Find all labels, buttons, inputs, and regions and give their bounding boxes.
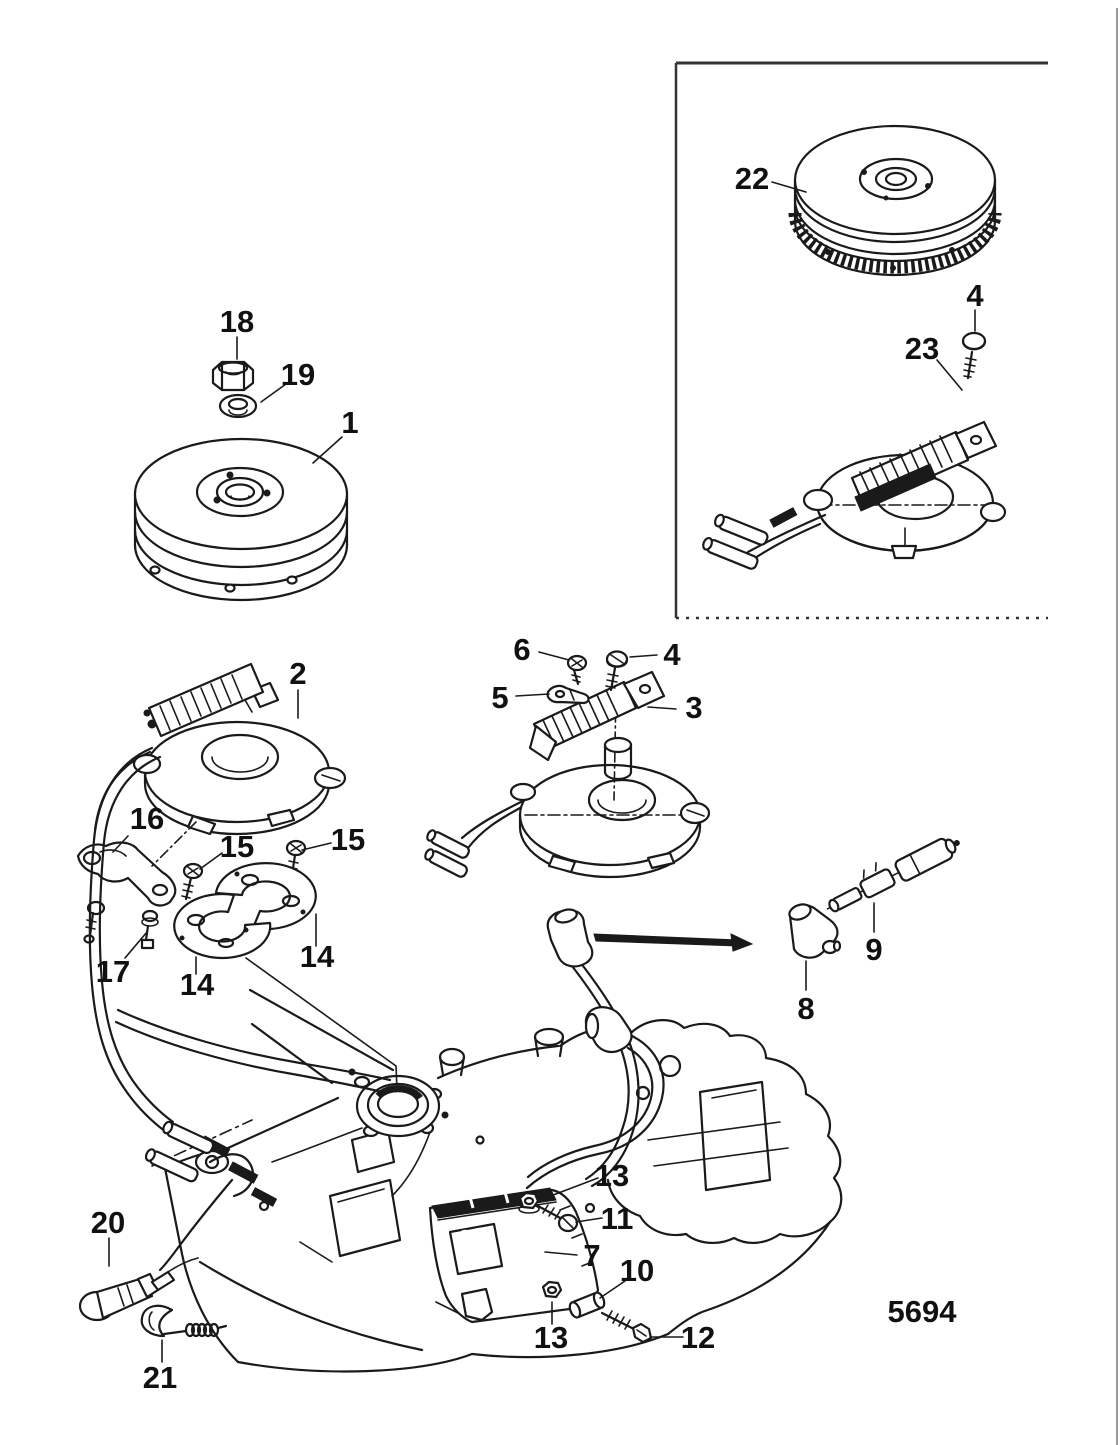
callout-4: 4 (663, 637, 681, 672)
callout-20: 20 (91, 1205, 125, 1240)
flywheel-inset-illustration (788, 124, 1002, 277)
retainer-plate-left-illustration (173, 892, 272, 960)
nut-13-lower-illustration (541, 1280, 563, 1299)
screw-17-illustration (140, 909, 159, 950)
callout-15-right: 15 (331, 822, 365, 857)
callout-15-left: 15 (220, 829, 254, 864)
flywheel-nut-illustration (211, 360, 255, 392)
drawing-number: 5694 (888, 1294, 958, 1329)
direction-arrow (593, 933, 754, 952)
callout-10: 10 (620, 1253, 654, 1288)
screw-4-illustration (605, 650, 629, 692)
callout-13-lower: 13 (534, 1320, 568, 1355)
callout-labels: 1 2 3 4 5 6 7 8 9 10 11 12 13 13 14 14 1… (91, 161, 985, 1395)
callout-13-upper: 13 (595, 1158, 629, 1193)
screw-6-illustration (566, 654, 588, 686)
screw-15-left-illustration (181, 862, 204, 901)
callout-23: 23 (905, 331, 939, 366)
callout-11: 11 (601, 1201, 634, 1236)
screw-11-illustration (536, 1204, 579, 1233)
callout-5: 5 (491, 680, 508, 715)
callout-18: 18 (220, 304, 254, 339)
clamp-21-illustration (140, 1304, 228, 1338)
engine-block-illustration (151, 988, 843, 1373)
callout-14-left: 14 (180, 967, 215, 1002)
bullet-connector-illustration (826, 837, 960, 913)
leader-lines (108, 181, 976, 1363)
wiring-harness (88, 746, 392, 1272)
bolt-12-illustration (600, 1310, 653, 1344)
washer-illustration (218, 393, 258, 419)
callout-12: 12 (681, 1320, 715, 1355)
spark-plug-boot-illustration (788, 903, 842, 959)
screw-inset-illustration (961, 331, 987, 380)
stator-right-illustration (424, 670, 711, 879)
callout-19: 19 (281, 357, 315, 392)
callout-6: 6 (513, 632, 530, 667)
nut-13-upper-illustration (518, 1191, 540, 1214)
callout-22: 22 (735, 161, 769, 196)
callout-1: 1 (341, 405, 358, 440)
switch-20-illustration (78, 1257, 199, 1322)
callout-17: 17 (96, 954, 130, 989)
callout-7: 7 (583, 1238, 600, 1273)
callout-14-right: 14 (300, 939, 335, 974)
inset-box (674, 61, 1048, 620)
retainer-plate-right-illustration (214, 862, 317, 931)
clip-illustration (546, 684, 590, 705)
callout-16: 16 (130, 801, 164, 836)
callout-2: 2 (289, 656, 306, 691)
callout-4-inset: 4 (966, 278, 984, 313)
callout-8: 8 (797, 991, 814, 1026)
stator-inset-illustration (702, 420, 1007, 570)
callout-21: 21 (143, 1360, 177, 1395)
callout-9: 9 (865, 932, 882, 967)
flywheel-illustration (133, 437, 349, 602)
spark-plug-wires (525, 908, 665, 1190)
callout-3: 3 (685, 690, 702, 725)
